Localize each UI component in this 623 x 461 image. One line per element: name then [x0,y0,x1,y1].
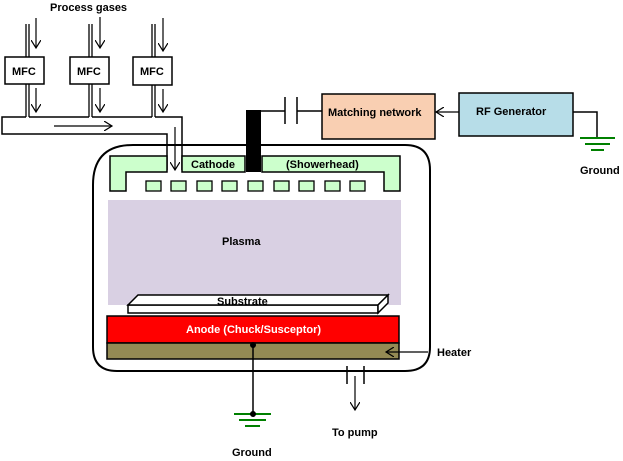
rf-feedthrough [246,110,261,172]
cathode-label: Cathode [191,159,235,171]
mfc-box-2 [69,56,110,85]
anode-chuck [106,315,400,344]
connection-dot [250,411,256,417]
matching-network-box [321,93,436,140]
matching-network-label: Matching network [328,107,422,119]
anode-label: Anode (Chuck/Susceptor) [186,324,321,336]
mfc-label-2: MFC [77,66,101,78]
chamber-wall [92,144,431,372]
mfc-box-3 [132,56,173,86]
plasma-region [108,200,401,305]
mfc-box-1 [4,56,45,85]
ground-label-rf: Ground [580,165,620,177]
substrate [126,293,390,315]
cathode-showerhead [109,155,401,192]
heater-label: Heater [437,347,472,359]
ground-icon [580,137,615,151]
rf-generator-box [458,92,574,137]
ground-label-bottom: Ground [232,447,272,459]
pump-valve-icon [346,366,365,410]
gas-manifold-pipe [1,116,183,170]
rf-generator-label: RF Generator [476,106,547,118]
plasma-label: Plasma [222,236,261,248]
to-pump-label: To pump [332,427,378,439]
showerhead-holes [145,180,366,192]
mfc-label-1: MFC [12,66,36,78]
substrate-label: Substrate [217,296,268,308]
showerhead-label: (Showerhead) [286,159,359,171]
rf-wiring [261,97,598,138]
process-gases-label: Process gases [50,2,127,14]
mfc-label-3: MFC [140,66,164,78]
